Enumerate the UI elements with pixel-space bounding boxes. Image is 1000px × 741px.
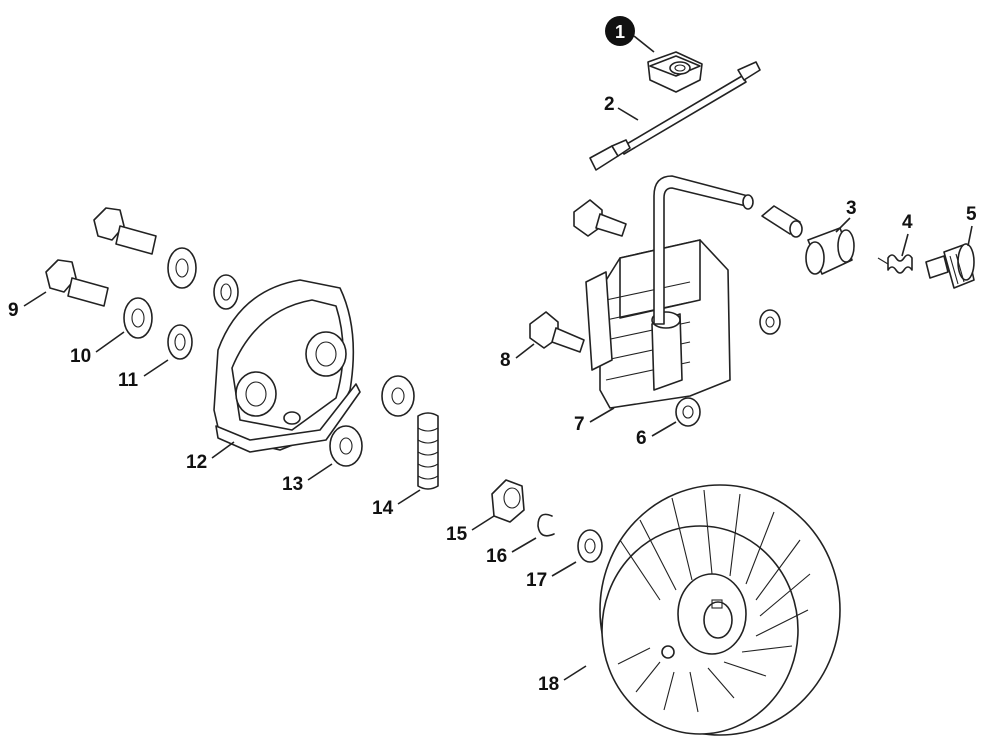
svg-text:11: 11 <box>118 370 139 391</box>
callout-8: 8 <box>500 343 535 371</box>
svg-text:14: 14 <box>372 498 394 519</box>
part-clutch <box>213 279 361 453</box>
callout-15: 15 <box>446 515 495 545</box>
part-clutch-spring <box>417 412 439 490</box>
callout-13: 13 <box>282 463 333 495</box>
part-washer-17 <box>577 529 603 563</box>
callout-9: 9 <box>8 291 47 321</box>
callout-11: 11 <box>118 359 169 391</box>
callout-3: 3 <box>835 198 857 233</box>
svg-text:5: 5 <box>966 204 977 225</box>
svg-text:10: 10 <box>70 346 91 367</box>
part-circlip-16 <box>537 513 555 537</box>
svg-text:8: 8 <box>500 350 511 371</box>
callout-17: 17 <box>526 561 577 591</box>
callout-16: 16 <box>486 537 537 567</box>
svg-text:6: 6 <box>636 428 647 449</box>
part-plug-cap <box>761 205 855 275</box>
svg-text:16: 16 <box>486 546 507 567</box>
svg-text:13: 13 <box>282 474 303 495</box>
part-ignition-coil <box>585 175 754 409</box>
part-small-spring <box>877 254 913 274</box>
callout-5: 5 <box>966 204 977 247</box>
svg-text:7: 7 <box>574 414 585 435</box>
callout-6: 6 <box>636 421 677 449</box>
svg-text:3: 3 <box>846 198 857 219</box>
callout-1: 1 <box>605 16 655 53</box>
callout-10: 10 <box>70 331 125 367</box>
part-coil-screws <box>529 199 781 353</box>
svg-text:4: 4 <box>902 212 913 233</box>
svg-text:1: 1 <box>615 22 625 42</box>
part-washer-6 <box>675 397 701 427</box>
callout-12: 12 <box>186 441 235 473</box>
part-grommet <box>647 51 703 93</box>
callout-14: 14 <box>372 489 421 519</box>
svg-text:18: 18 <box>538 674 559 695</box>
part-bolts <box>45 207 157 307</box>
callout-18: 18 <box>538 665 587 695</box>
callout-2: 2 <box>604 94 639 121</box>
part-terminal <box>925 243 975 289</box>
part-flat-washers <box>167 274 239 360</box>
part-washer-13 <box>329 375 415 467</box>
callout-7: 7 <box>574 407 615 435</box>
part-wire <box>589 61 761 171</box>
svg-text:15: 15 <box>446 524 468 545</box>
svg-text:17: 17 <box>526 570 547 591</box>
svg-text:9: 9 <box>8 300 19 321</box>
part-nut-15 <box>491 479 525 523</box>
callout-4: 4 <box>901 212 913 257</box>
svg-text:12: 12 <box>186 452 207 473</box>
part-flywheel <box>599 484 841 736</box>
part-lock-washers <box>123 247 197 339</box>
svg-text:2: 2 <box>604 94 615 115</box>
